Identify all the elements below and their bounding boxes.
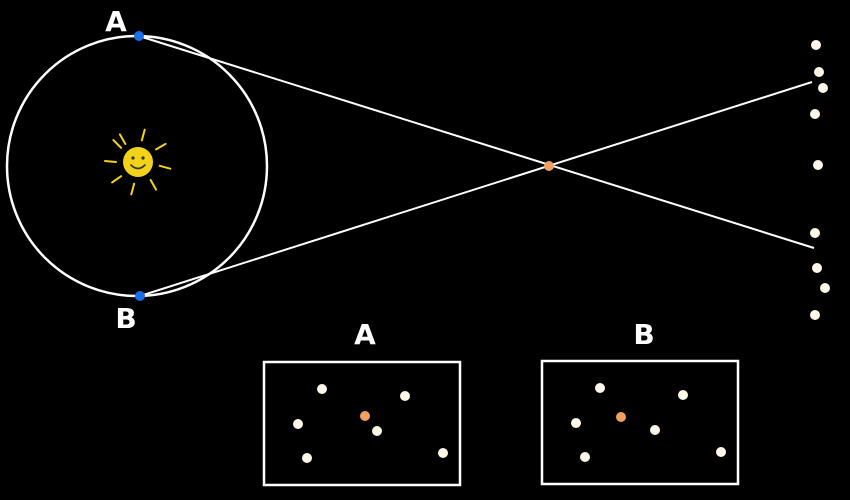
star — [438, 448, 448, 458]
star — [813, 160, 823, 170]
observer-point-a — [134, 31, 144, 41]
sight-line-from-a — [138, 35, 815, 249]
star — [571, 418, 581, 428]
star — [400, 391, 410, 401]
background-stars — [810, 40, 830, 320]
label-point-b: B — [115, 302, 136, 335]
sun-icon — [104, 128, 172, 196]
star — [293, 419, 303, 429]
target-star — [544, 161, 554, 171]
star — [818, 83, 828, 93]
label-view-b: B — [633, 318, 654, 351]
view-a-target-star — [360, 411, 370, 421]
view-a-frame — [262, 360, 462, 487]
star — [650, 425, 660, 435]
star — [811, 40, 821, 50]
view-b-target-star — [616, 412, 626, 422]
star — [814, 67, 824, 77]
star — [317, 384, 327, 394]
star — [820, 283, 830, 293]
view-a-stars — [293, 384, 448, 463]
sight-line-from-b — [139, 81, 813, 297]
star — [372, 426, 382, 436]
observer-point-b — [135, 291, 145, 301]
star — [812, 263, 822, 273]
label-point-a: A — [105, 5, 127, 38]
star — [678, 390, 688, 400]
star — [810, 228, 820, 238]
star — [810, 109, 820, 119]
star — [810, 310, 820, 320]
star — [580, 452, 590, 462]
view-b-stars — [571, 383, 726, 462]
label-view-a: A — [354, 318, 376, 351]
star — [302, 453, 312, 463]
star — [716, 447, 726, 457]
star — [595, 383, 605, 393]
view-b-frame — [540, 359, 740, 486]
